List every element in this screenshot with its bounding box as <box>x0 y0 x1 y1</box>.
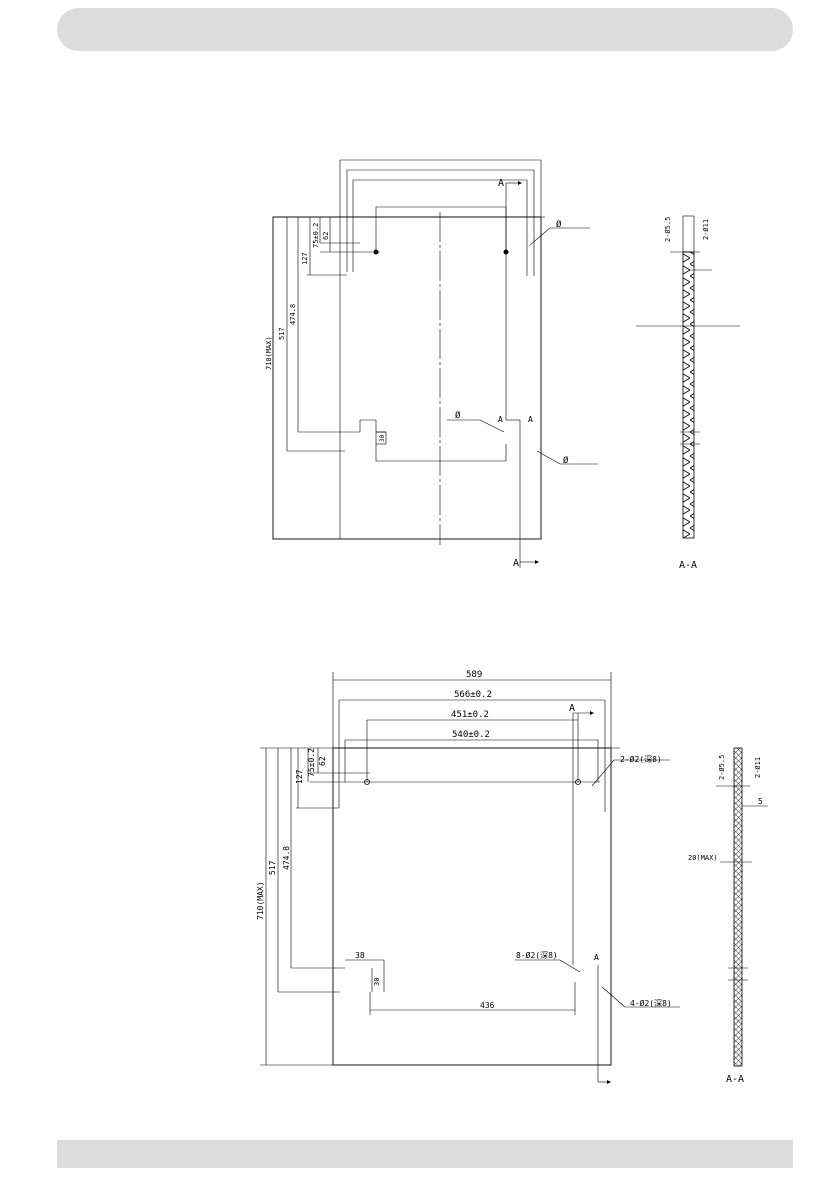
section-arrow-top-label: A <box>569 703 575 714</box>
dim-566-label: 566±0.2 <box>454 690 492 700</box>
section-hole-11-label: 2-Ø11 <box>754 757 762 778</box>
section-hole-55-label: 2-Ø5.5 <box>718 755 726 780</box>
top-plan-view: A Ø Ø A A Ø A 710(MAX) 517 474.8 127 75±… <box>265 159 598 569</box>
dim-62-label: 62 <box>318 756 327 766</box>
dim-589-label: 589 <box>466 670 482 680</box>
top-phi-label: Ø <box>556 219 562 230</box>
dim-474-label: 474.8 <box>289 304 297 325</box>
bottom-outline <box>332 747 612 1066</box>
dim-474-label: 474.8 <box>282 846 291 870</box>
top-outline <box>272 216 542 540</box>
dim-30-label: 30 <box>379 434 386 442</box>
hole-4-label: 4-Ø2(深8) <box>630 998 672 1008</box>
hole-2-label: 2-Ø2(深8) <box>620 754 662 764</box>
top-section-arrow-label: A <box>498 178 504 189</box>
section-hole-11-label: 2-Ø11 <box>702 219 710 240</box>
dim-30-label: 30 <box>373 978 381 986</box>
dim-517-label: 517 <box>268 860 277 875</box>
mid-phi-label: Ø <box>455 410 461 421</box>
dim-710-label: 710(MAX) <box>256 881 265 920</box>
dim-451-label: 451±0.2 <box>451 710 489 720</box>
dim-127-label: 127 <box>295 769 304 784</box>
bottom-section-arrow-label: A <box>513 558 519 569</box>
dim-75-label: 75±0.2 <box>307 748 316 777</box>
low-phi-label: Ø <box>563 455 569 466</box>
section-title: A-A <box>679 560 697 571</box>
section-title: A-A <box>726 1074 744 1085</box>
dim-127-label: 127 <box>301 252 309 265</box>
dim-710-label: 710(MAX) <box>265 336 273 370</box>
dim-38-label: 38 <box>355 951 365 960</box>
mid-section-label-2: A <box>528 415 533 424</box>
dim-517-label: 517 <box>278 327 286 340</box>
section-hole-55-label: 2-Ø5.5 <box>664 217 672 242</box>
mid-section-label: A <box>498 415 503 424</box>
section-dim-5-label: 5 <box>758 797 763 806</box>
top-section-view: 2-Ø5.5 2-Ø11 A-A <box>636 215 740 571</box>
bottom-section-view: 2-Ø5.5 2-Ø11 5 20(MAX) A-A <box>688 747 768 1085</box>
bottom-plan-view: 589 566±0.2 451±0.2 540±0.2 A 2-Ø2(深8) 8… <box>256 670 680 1084</box>
section-mid-label: A <box>594 953 599 962</box>
hole-8-label: 8-Ø2(深8) <box>516 950 558 960</box>
dim-540-label: 540±0.2 <box>452 730 490 740</box>
header-bar <box>57 8 793 51</box>
dim-75-label: 75±0.2 <box>312 223 320 248</box>
section-dim-20-label: 20(MAX) <box>688 854 718 862</box>
dim-436-label: 436 <box>480 1001 495 1010</box>
footer-bar <box>57 1140 793 1168</box>
dim-62-label: 62 <box>322 232 330 240</box>
